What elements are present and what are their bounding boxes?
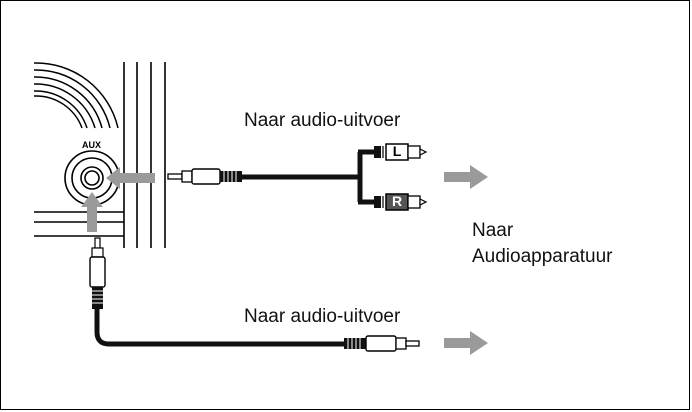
device-panel: [34, 62, 166, 248]
input-arrows: [81, 167, 155, 232]
bottom-output-label: Naar audio-uitvoer: [244, 306, 401, 327]
arrow-into-jack-vertical: [81, 192, 103, 232]
top-output-label: Naar audio-uitvoer: [244, 110, 401, 131]
arrow-to-equipment: [444, 165, 488, 189]
rca-plug-right: [374, 193, 428, 211]
top-cable: [167, 149, 374, 205]
equipment-label-line1: Naar: [472, 220, 514, 241]
aux-label: AUX: [82, 140, 102, 150]
rca-plug-left: [374, 143, 428, 161]
bottom-cable: [89, 237, 420, 352]
equipment-label-line2: Audioapparatuur: [472, 246, 613, 267]
arrow-into-jack-horizontal: [106, 167, 155, 189]
plug-right-letter: R: [391, 193, 403, 209]
arrow-to-output-bottom: [444, 331, 488, 355]
plug-left-letter: L: [392, 143, 402, 159]
speaker-rings: [33, 62, 119, 129]
